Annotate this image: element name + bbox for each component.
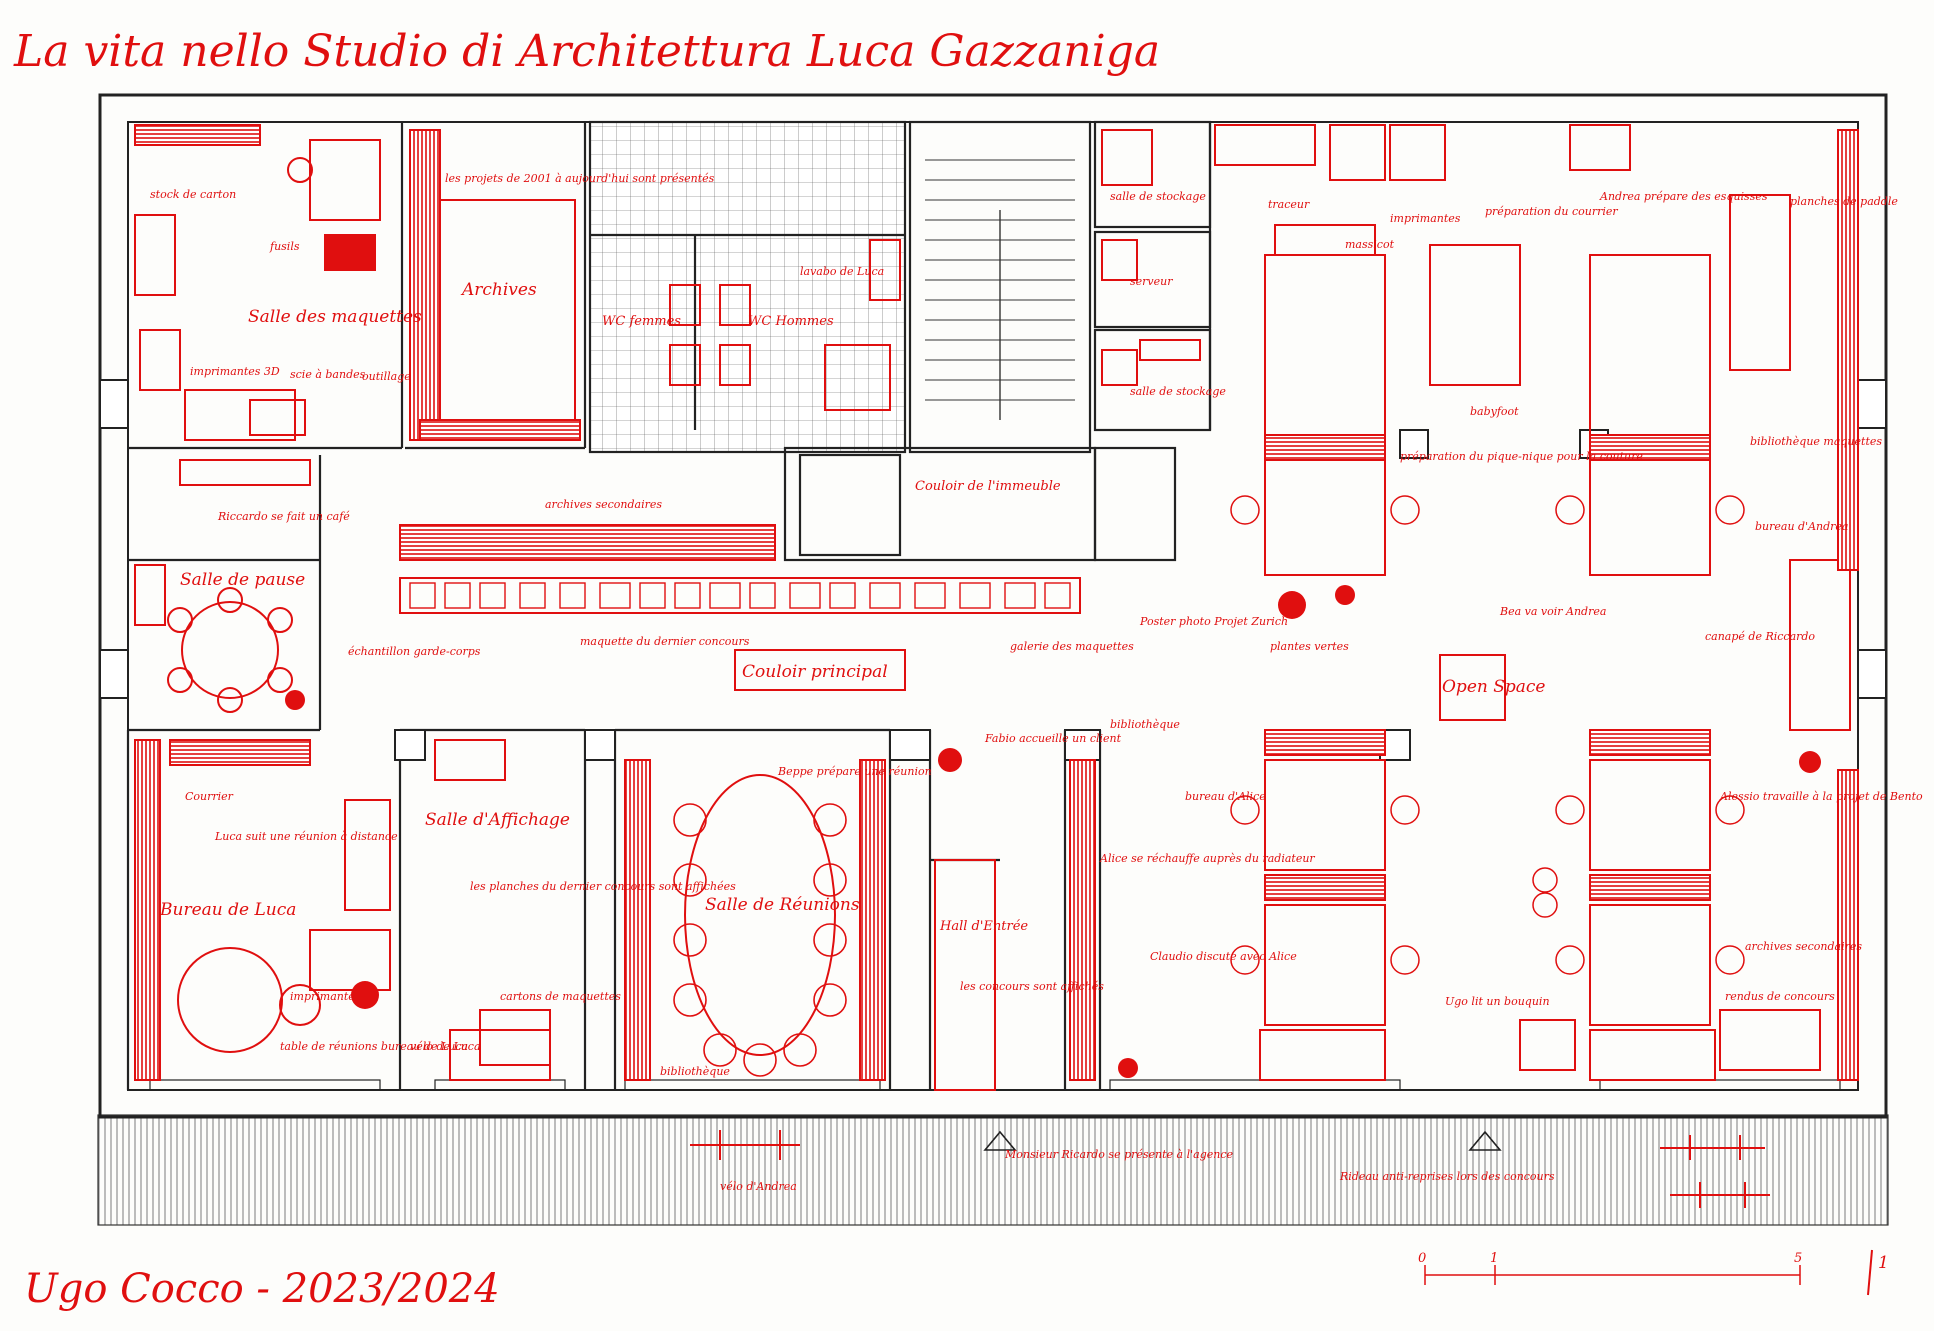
note-table-reunions: table de réunions bureau de Luca bbox=[280, 1040, 468, 1053]
note-stock-carton: stock de carton bbox=[150, 188, 236, 201]
scale-tick-1: 1 bbox=[1490, 1251, 1498, 1266]
note-bureau-andrea: bureau d'Andrea bbox=[1755, 520, 1849, 533]
note-beppe: Beppe prépare une réunion bbox=[777, 765, 932, 778]
note-fabio: Fabio accueille un client bbox=[984, 732, 1122, 745]
room-stockage-2: salle de stockage bbox=[1130, 385, 1226, 398]
note-massicot: massicot bbox=[1345, 238, 1395, 251]
note-bibliotheque-2: bibliothèque bbox=[1110, 718, 1180, 731]
room-wc-hommes: WC Hommes bbox=[748, 314, 834, 329]
radiators bbox=[149, 1079, 1841, 1091]
scale-bar: 0 1 5 bbox=[1418, 1251, 1802, 1285]
note-cartons-maquettes: cartons de maquettes bbox=[500, 990, 621, 1003]
note-maquette-concours: maquette du dernier concours bbox=[580, 635, 750, 648]
note-fusils: fusils bbox=[269, 240, 300, 253]
note-scie-bande: scie à bandes bbox=[290, 368, 366, 381]
note-planches-concours: les planches du dernier concours sont af… bbox=[470, 880, 736, 893]
note-velo-luca: vélo de Luca bbox=[410, 1040, 481, 1053]
room-salle-reunions: Salle de Réunions bbox=[705, 895, 860, 915]
note-babyfoot: babyfoot bbox=[1470, 405, 1519, 418]
note-outillage: outillage bbox=[362, 370, 411, 383]
note-bea: Bea va voir Andrea bbox=[1499, 605, 1606, 618]
scale-tick-5: 5 bbox=[1794, 1251, 1802, 1266]
note-archives-secondaires: archives secondaires bbox=[545, 498, 662, 511]
note-imprimantes-3d: imprimantes 3D bbox=[190, 365, 280, 378]
note-bibliotheque-maquettes: bibliothèque maquettes bbox=[1750, 435, 1882, 448]
entrance-markers bbox=[983, 1130, 1502, 1151]
note-alessio: Alessio travaille à la projet de Bento bbox=[1719, 790, 1923, 803]
note-concours-affiches: les concours sont affichés bbox=[960, 980, 1104, 993]
annotations: stock de carton fusils les projets de 20… bbox=[150, 172, 1923, 1193]
room-wc-femmes: WC femmes bbox=[602, 314, 681, 329]
room-stockage-1: salle de stockage bbox=[1110, 190, 1206, 203]
room-hall-entree: Hall d'Entrée bbox=[939, 919, 1028, 934]
note-projets-2001: les projets de 2001 à aujourd'hui sont p… bbox=[445, 172, 715, 185]
room-salle-affichage: Salle d'Affichage bbox=[425, 810, 570, 830]
interior-walls bbox=[126, 120, 1212, 1090]
plants bbox=[285, 585, 1821, 1078]
note-echantillon: échantillon garde-corps bbox=[348, 645, 481, 658]
note-claudio: Claudio discute avec Alice bbox=[1150, 950, 1297, 963]
room-couloir-principal: Couloir principal bbox=[742, 662, 888, 682]
note-imprimante: imprimante bbox=[290, 990, 355, 1003]
note-preparation-pique-nique: préparation du pique-nique pour la coutu… bbox=[1400, 450, 1643, 463]
note-riccardo-cafe: Riccardo se fait un café bbox=[217, 510, 350, 523]
street-pavement bbox=[97, 1114, 1889, 1226]
furniture-drawings bbox=[134, 124, 1859, 1091]
room-salle-pause: Salle de pause bbox=[180, 570, 305, 590]
bicycles bbox=[690, 1130, 1770, 1208]
note-rendus: rendus de concours bbox=[1725, 990, 1835, 1003]
note-traceur: traceur bbox=[1268, 198, 1310, 211]
note-bureau-alice: bureau d'Alice bbox=[1185, 790, 1266, 803]
note-bibliotheque-1: bibliothèque bbox=[660, 1065, 730, 1078]
room-bureau-luca: Bureau de Luca bbox=[159, 900, 296, 920]
note-rideau: Rideau anti-reprises lors des concours bbox=[1339, 1170, 1555, 1183]
note-galerie: galerie des maquettes bbox=[1010, 640, 1134, 653]
note-ugo: Ugo lit un bouquin bbox=[1445, 995, 1550, 1008]
room-serveur: serveur bbox=[1130, 275, 1173, 288]
note-courrier: Courrier bbox=[185, 790, 234, 803]
pillars bbox=[99, 379, 1887, 761]
note-canape: canapé de Riccardo bbox=[1705, 630, 1815, 643]
room-salle-maquettes: Salle des maquettes bbox=[248, 307, 422, 327]
note-planches-paddle: planches de paddle bbox=[1790, 195, 1898, 208]
plan-title: La vita nello Studio di Architettura Luc… bbox=[13, 26, 1160, 77]
note-alice-radiateur: Alice se réchauffe auprès du radiateur bbox=[1099, 852, 1315, 865]
note-velo-andrea: vélo d'Andrea bbox=[720, 1180, 797, 1193]
north-arrow-icon: 1 bbox=[1867, 1249, 1889, 1296]
stairs bbox=[925, 159, 1075, 420]
note-plantes-vertes: plantes vertes bbox=[1270, 640, 1349, 653]
note-luca-reunion: Luca suit une réunion à distance bbox=[214, 830, 398, 843]
svg-text:1: 1 bbox=[1878, 1253, 1889, 1273]
note-poster-photo: Poster photo Projet Zurich bbox=[1139, 615, 1288, 628]
note-imprimantes: imprimantes bbox=[1390, 212, 1461, 225]
room-labels: Salle des maquettes Archives WC femmes W… bbox=[159, 190, 1545, 934]
note-archives-secondaires-2: archives secondaires bbox=[1745, 940, 1862, 953]
note-andrea-esquisses: Andrea prépare des esquisses bbox=[1599, 190, 1768, 203]
scale-tick-0: 0 bbox=[1418, 1251, 1426, 1266]
room-archives: Archives bbox=[460, 280, 537, 300]
room-open-space: Open Space bbox=[1442, 677, 1545, 697]
note-preparation-courrier: préparation du courrier bbox=[1485, 205, 1618, 218]
room-couloir-immeuble: Couloir de l'immeuble bbox=[915, 479, 1061, 494]
note-monsieur-ricardo: Monsieur Ricardo se présente à l'agence bbox=[1004, 1148, 1233, 1161]
signature: Ugo Cocco - 2023/2024 bbox=[24, 1266, 500, 1312]
note-lavabo-luca: lavabo de Luca bbox=[800, 265, 884, 278]
